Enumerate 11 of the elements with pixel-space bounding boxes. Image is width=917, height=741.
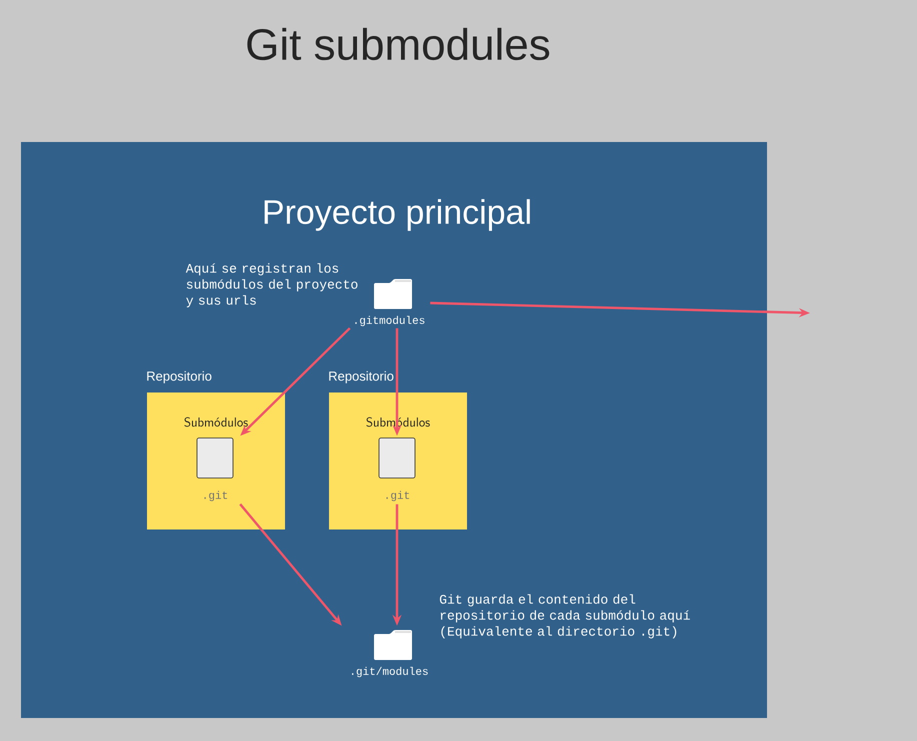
file-name: .git: [386, 490, 410, 502]
note: Aquí se registran los submódulos del proyecto y sus urls: [186, 263, 358, 308]
file-name: .git/modules: [352, 666, 428, 678]
panel: [21, 142, 768, 718]
title: Git submodules: [247, 28, 550, 60]
box-heading: Repositorio: [329, 371, 394, 384]
box-heading: Repositorio: [147, 371, 212, 384]
note: Git guarda el contenido del repositorio de cada submódulo aquí (Equivalente al directorio .git): [440, 594, 690, 638]
file-name: .git: [204, 490, 228, 502]
file-name: .gitmodules: [355, 316, 424, 326]
panel-title: Proyecto principal: [264, 199, 530, 231]
